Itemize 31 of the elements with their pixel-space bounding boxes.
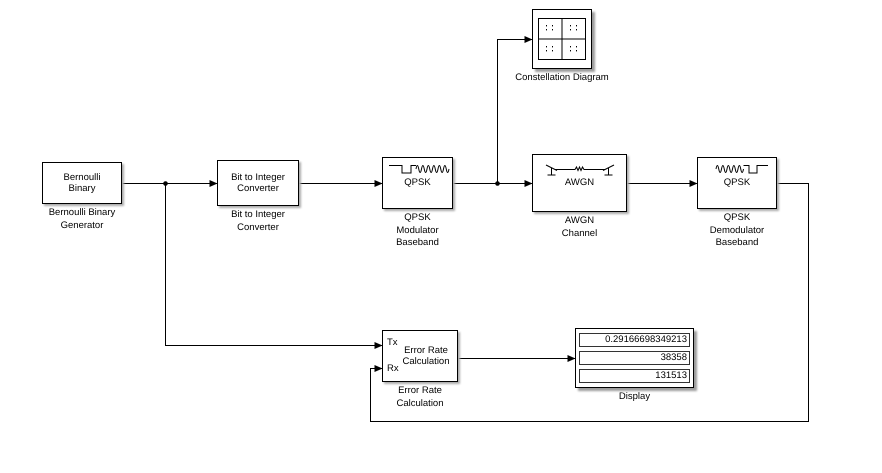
block-caption: AWGN Channel (560, 215, 598, 240)
signal-arrow (458, 355, 576, 362)
block-caption: QPSK Modulator Baseband (395, 212, 440, 250)
signal-arrow (370, 183, 809, 422)
block-caption: Bernoulli Binary Generator (48, 207, 116, 232)
block-caption: Bit to Integer Converter (230, 209, 286, 234)
function-block (382, 157, 453, 209)
block-label: Error Rate Calculation (402, 344, 450, 368)
readout-field: 38358 (579, 351, 690, 365)
block-caption: QPSK Demodulator Baseband (708, 212, 766, 250)
block-label: Bernoulli Binary (62, 172, 102, 194)
block-caption: Error Rate Calculation (396, 385, 444, 410)
port-label: Tx (387, 337, 398, 348)
function-block (532, 154, 627, 212)
block-label: Bit to Integer Converter (230, 172, 286, 194)
signal-arrow (627, 180, 698, 187)
port-label: Rx (387, 363, 399, 374)
function-block (42, 162, 122, 204)
function-block (382, 330, 458, 382)
block-caption: Constellation Diagram (515, 72, 609, 84)
block-caption: Display (618, 391, 650, 404)
signal-arrow (299, 180, 383, 187)
scope-block (532, 9, 592, 69)
readout-field: 131513 (579, 369, 690, 383)
readout-field: 0.29166698349213 (579, 333, 690, 347)
function-block (217, 160, 299, 206)
display-block (575, 328, 694, 388)
block-label: QPSK (724, 177, 750, 189)
function-block (697, 157, 777, 209)
block-label: QPSK (404, 177, 431, 189)
block-label: AWGN (564, 177, 594, 189)
